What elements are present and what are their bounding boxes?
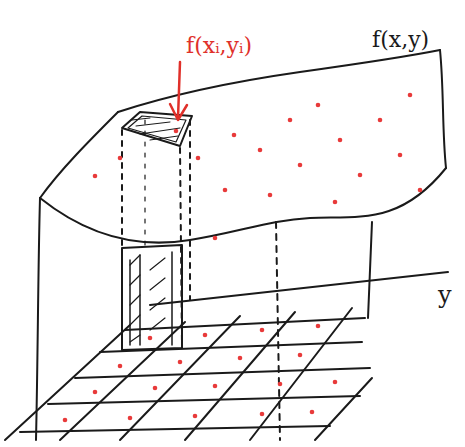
grid-line xyxy=(5,325,130,440)
right-wall-edge xyxy=(368,222,372,318)
surface-right-edge xyxy=(440,50,446,168)
pointer-arrow xyxy=(178,62,180,118)
y-axis xyxy=(150,272,448,305)
grid-line xyxy=(125,318,365,330)
pointer-arrowhead xyxy=(170,104,187,120)
column-edge xyxy=(144,120,145,250)
column-body-line xyxy=(130,252,172,345)
column-edge xyxy=(189,120,191,300)
function-label: f(x,y) xyxy=(372,28,429,52)
grid-line xyxy=(48,396,360,404)
surface-left-edge xyxy=(40,112,118,198)
grid-line xyxy=(315,378,372,440)
sample-points xyxy=(63,93,423,423)
axis-label: y xyxy=(438,282,452,308)
grid-line xyxy=(100,342,362,352)
point-value-label: f(xᵢ,yᵢ) xyxy=(186,34,252,58)
surface-front-edge xyxy=(40,168,446,243)
column-top xyxy=(122,112,192,146)
grid-line xyxy=(75,368,370,378)
grid-line xyxy=(250,308,352,440)
column-top-hatch xyxy=(132,118,180,140)
surface-back-edge xyxy=(118,50,440,112)
left-wall-edge xyxy=(36,198,40,440)
grid-line xyxy=(20,426,330,432)
grid-line xyxy=(60,322,185,440)
grid-line xyxy=(185,312,295,440)
grid-line xyxy=(120,316,240,440)
